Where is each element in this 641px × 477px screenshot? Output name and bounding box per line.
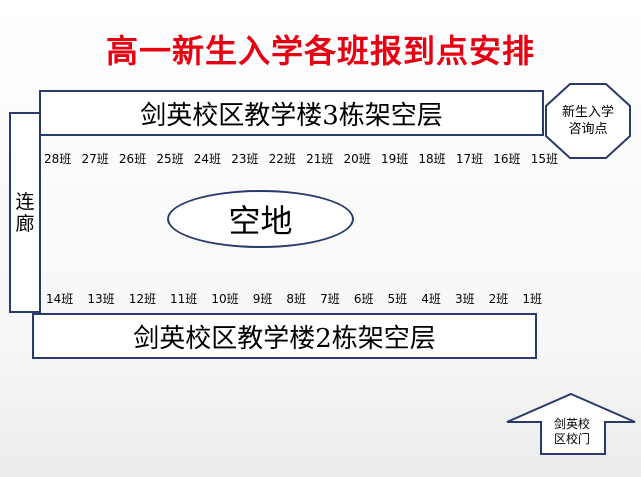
class-label: 11班 xyxy=(170,292,198,306)
class-label: 7班 xyxy=(320,292,340,306)
class-label: 17班 xyxy=(455,152,484,166)
class-label: 9班 xyxy=(252,292,273,306)
class-label: 15班 xyxy=(530,152,558,166)
class-label: 4班 xyxy=(421,292,441,306)
info-point-octagon: 新生入学咨询点 xyxy=(544,82,632,160)
class-label: 18班 xyxy=(418,152,446,166)
class-label: 21班 xyxy=(306,152,334,166)
class-label: 2班 xyxy=(488,292,509,306)
class-label: 5班 xyxy=(387,292,408,306)
class-label: 26班 xyxy=(118,152,147,166)
class-label: 16班 xyxy=(493,152,521,166)
class-label: 28班 xyxy=(44,152,72,166)
class-label: 12班 xyxy=(128,292,156,306)
class-label: 23班 xyxy=(231,152,259,166)
class-label: 1班 xyxy=(522,292,542,306)
class-label: 3班 xyxy=(454,292,475,306)
class-label: 8班 xyxy=(286,292,307,306)
class-label: 20班 xyxy=(343,152,371,166)
class-label: 14班 xyxy=(46,292,74,306)
bottom-class-row: 14班 13班 12班 11班 10班 9班 8班 7班 6班 5班 4班 3班… xyxy=(46,290,542,307)
class-label: 13班 xyxy=(87,292,115,306)
top-class-row: 28班 27班 26班 25班 24班 23班 22班 21班 20班 19班 … xyxy=(44,150,558,167)
octagon-shape xyxy=(545,83,631,159)
gate-label: 剑英校区校门 xyxy=(553,417,590,446)
school-gate-arrow: 剑英校区校门 xyxy=(505,392,637,456)
class-label: 6班 xyxy=(353,292,374,306)
up-arrow-icon xyxy=(506,392,636,455)
corridor-label: 连廊 xyxy=(15,190,35,235)
class-label: 24班 xyxy=(193,152,222,166)
class-label: 10班 xyxy=(211,292,239,306)
info-point-label: 新生入学咨询点 xyxy=(561,105,614,137)
building-3-label: 剑英校区教学楼3栋架空层 xyxy=(39,90,544,136)
page-title: 高一新生入学各班报到点安排 xyxy=(105,32,535,70)
class-label: 19班 xyxy=(380,152,409,166)
class-label: 27班 xyxy=(81,152,109,166)
building-2-label: 剑英校区教学楼2栋架空层 xyxy=(32,313,537,359)
corridor-box: 连廊 xyxy=(9,112,41,313)
class-label: 22班 xyxy=(268,152,296,166)
class-label: 25班 xyxy=(156,152,184,166)
open-space-ellipse: 空地 xyxy=(167,190,354,248)
